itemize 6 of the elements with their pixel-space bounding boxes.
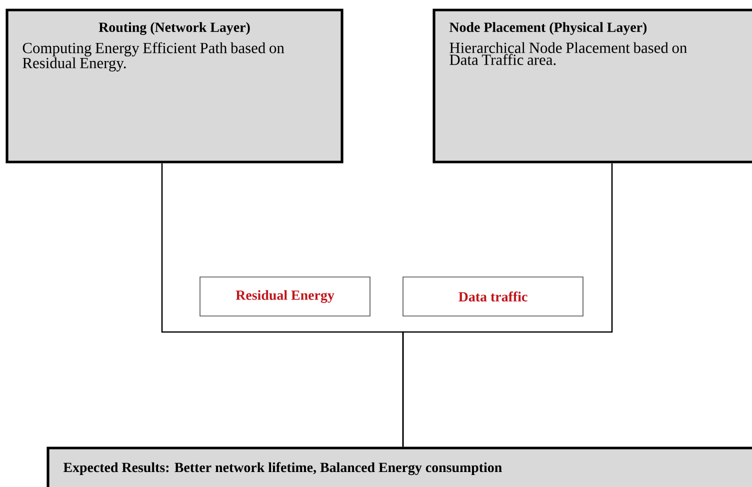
process-box: Node Placement (Physical Layer) Hierarchical Node Placement based on Data Traffic area. [432, 8, 752, 164]
connector-line [402, 163, 613, 447]
factor-box: Residual Energy [200, 276, 370, 316]
factor-box: Data traffic [402, 276, 584, 316]
result-box: Expected Results: Better network lifetime, Balanced Energy consumption [46, 446, 752, 487]
process-box: Routing (Network Layer) Computing Energy Efficient Path based on Residual Energy. [6, 8, 344, 164]
